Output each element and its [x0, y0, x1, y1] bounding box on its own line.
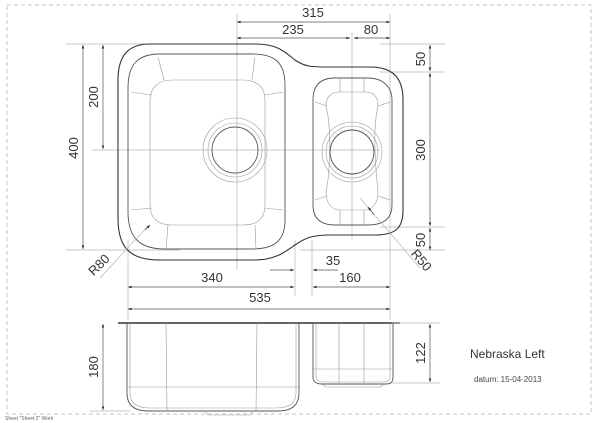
dim-315: 315: [302, 5, 324, 20]
drawing-date: datum: 15-04-2013: [474, 375, 542, 384]
main-basin-floor: [149, 79, 266, 226]
outer-contour: [117, 43, 404, 261]
dim-160: 160: [339, 270, 361, 285]
dim-50-bottom: 50: [413, 233, 428, 247]
dimension-lines: [81, 20, 432, 311]
sheet-border: [6, 4, 592, 415]
small-basin-rim: [312, 77, 393, 226]
dim-235: 235: [282, 22, 304, 37]
side-view: 180 122: [86, 322, 440, 416]
top-view: 315 235 80 400 200 50 300 50 340 35 160 …: [66, 5, 445, 320]
small-drain: [321, 121, 383, 183]
main-basin-facets: [130, 56, 284, 250]
extension-lines: [66, 14, 445, 320]
dim-300: 300: [413, 139, 428, 161]
dim-200: 200: [86, 86, 101, 108]
dim-535: 535: [249, 290, 271, 305]
small-basin-facets: [314, 78, 391, 225]
product-title: Nebraska Left: [470, 347, 545, 361]
dim-80: 80: [364, 22, 378, 37]
small-basin-side: [312, 323, 394, 385]
main-basin-rim: [127, 53, 286, 250]
main-drain: [202, 117, 268, 183]
dim-122: 122: [413, 342, 428, 364]
sheet-label: Sheet "Sheet 2" Work: [5, 416, 54, 422]
dim-400: 400: [66, 137, 81, 159]
dim-35: 35: [326, 253, 340, 268]
dim-180: 180: [86, 356, 101, 378]
dim-r80: R80: [85, 251, 112, 278]
main-basin-side: [126, 323, 300, 412]
dim-50-top: 50: [413, 52, 428, 66]
dim-340: 340: [201, 270, 223, 285]
